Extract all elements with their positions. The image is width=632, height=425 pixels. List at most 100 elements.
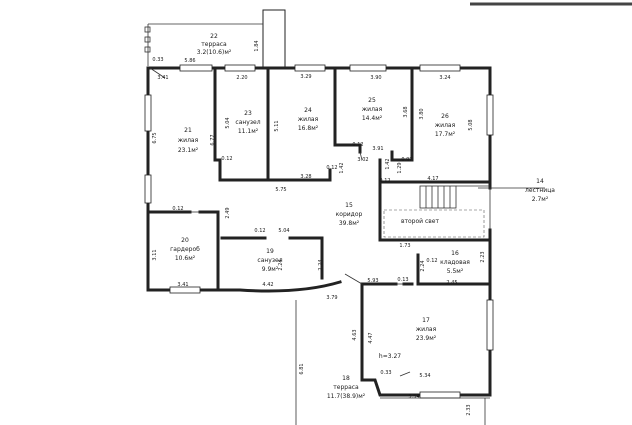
svg-text:лестница: лестница <box>525 187 555 194</box>
svg-text:3.68: 3.68 <box>403 106 409 117</box>
staircase <box>419 185 490 209</box>
svg-text:2.7м²: 2.7м² <box>532 196 549 203</box>
svg-text:терраса: терраса <box>201 41 227 48</box>
svg-text:3.41: 3.41 <box>177 282 188 288</box>
room-26: 26 жилая 17.7м² <box>435 113 456 138</box>
svg-text:жилая: жилая <box>362 106 383 113</box>
room-22: 22 терраса 3.2(10.6)м² <box>197 33 232 56</box>
svg-text:0.12: 0.12 <box>254 228 265 234</box>
svg-text:23: 23 <box>244 110 252 117</box>
svg-text:0.33: 0.33 <box>380 370 391 376</box>
lower-terrace <box>295 187 545 425</box>
svg-text:9.9м²: 9.9м² <box>262 266 279 273</box>
svg-text:жилая: жилая <box>435 122 456 129</box>
svg-text:1.73: 1.73 <box>399 243 410 249</box>
svg-text:санузел: санузел <box>235 119 260 126</box>
room-15: 15 коридор 39.8м² <box>336 202 363 227</box>
svg-text:14: 14 <box>536 178 544 185</box>
svg-text:3.29: 3.29 <box>300 74 311 80</box>
svg-text:0.12: 0.12 <box>326 165 337 171</box>
svg-text:20: 20 <box>181 237 189 244</box>
svg-text:16.8м²: 16.8м² <box>298 125 319 132</box>
room-24: 24 жилая 16.8м² <box>298 107 319 132</box>
svg-text:2.45: 2.45 <box>446 280 457 286</box>
svg-text:23.9м²: 23.9м² <box>416 335 437 342</box>
svg-text:3.2(10.6)м²: 3.2(10.6)м² <box>197 49 232 56</box>
terrace-railing <box>144 23 263 66</box>
room-17: 17 жилая 23.9м² <box>416 317 437 342</box>
svg-text:жилая: жилая <box>298 116 319 123</box>
svg-text:11.1м²: 11.1м² <box>238 128 259 135</box>
svg-text:3.80: 3.80 <box>419 108 425 119</box>
dimension-labels: 0.33 5.86 1.84 3.41 2.20 3.29 3.90 3.24 … <box>152 40 486 415</box>
svg-text:2.49: 2.49 <box>225 207 231 218</box>
svg-text:5.93: 5.93 <box>367 278 378 284</box>
svg-text:5.75: 5.75 <box>275 187 286 193</box>
svg-text:3.41: 3.41 <box>157 75 168 81</box>
svg-text:жилая: жилая <box>416 326 437 333</box>
svg-text:2.33: 2.33 <box>466 404 472 415</box>
svg-text:0.12: 0.12 <box>221 156 232 162</box>
svg-text:14.4м²: 14.4м² <box>362 115 383 122</box>
svg-text:5.04: 5.04 <box>278 228 289 234</box>
room-18: 18 терраса 11.7(38.9)м² <box>327 375 366 400</box>
room-14: 14 лестница 2.7м² <box>525 178 555 203</box>
chimney <box>262 9 286 69</box>
svg-text:5.5м²: 5.5м² <box>447 268 464 275</box>
exterior-walls <box>146 66 492 397</box>
doors <box>149 67 411 377</box>
svg-text:10.6м²: 10.6м² <box>175 255 196 262</box>
windows <box>144 64 494 399</box>
svg-text:17.7м²: 17.7м² <box>435 131 456 138</box>
svg-text:6.77: 6.77 <box>210 134 216 145</box>
svg-text:4.63: 4.63 <box>352 329 358 340</box>
svg-text:коридор: коридор <box>336 211 363 218</box>
room-25: 25 жилая 14.4м² <box>362 97 383 122</box>
svg-text:терраса: терраса <box>333 384 359 391</box>
svg-text:39.8м²: 39.8м² <box>339 220 360 227</box>
svg-text:3.91: 3.91 <box>372 146 383 152</box>
svg-text:5.04: 5.04 <box>225 117 231 128</box>
svg-text:5.11: 5.11 <box>274 120 280 131</box>
svg-text:санузел: санузел <box>257 257 282 264</box>
svg-text:19: 19 <box>266 248 274 255</box>
svg-text:24: 24 <box>304 107 312 114</box>
svg-text:5.86: 5.86 <box>184 58 195 64</box>
svg-text:гардероб: гардероб <box>170 246 200 253</box>
svg-text:2.24: 2.24 <box>318 259 324 270</box>
room-21: 21 жилая 23.1м² <box>178 127 199 154</box>
svg-text:15: 15 <box>345 202 353 209</box>
svg-text:кладовая: кладовая <box>440 259 470 266</box>
svg-text:2.23: 2.23 <box>480 251 486 262</box>
ceiling-height-label: h=3.27 <box>379 353 401 360</box>
svg-text:2.20: 2.20 <box>236 75 247 81</box>
svg-text:11.7(38.9)м²: 11.7(38.9)м² <box>327 393 366 400</box>
svg-text:4.47: 4.47 <box>368 332 374 343</box>
second-light-void <box>383 209 485 238</box>
svg-text:21: 21 <box>184 127 192 134</box>
svg-text:0.12: 0.12 <box>172 206 183 212</box>
svg-text:5.54: 5.54 <box>408 394 419 400</box>
svg-text:3.28: 3.28 <box>300 174 311 180</box>
svg-text:6.75: 6.75 <box>152 132 158 143</box>
svg-text:4.17: 4.17 <box>427 176 438 182</box>
svg-text:16: 16 <box>451 250 459 257</box>
svg-text:жилая: жилая <box>178 137 199 144</box>
svg-text:2.24: 2.24 <box>420 260 426 271</box>
room-19: 19 санузел 9.9м² <box>257 248 282 273</box>
svg-text:3.11: 3.11 <box>152 249 158 260</box>
svg-text:22: 22 <box>210 33 218 40</box>
interior-walls <box>146 66 492 292</box>
svg-text:1.84: 1.84 <box>254 40 260 51</box>
svg-text:5.34: 5.34 <box>419 373 430 379</box>
svg-text:18: 18 <box>342 375 350 382</box>
svg-text:3.90: 3.90 <box>370 75 381 81</box>
svg-text:0.12: 0.12 <box>426 258 437 264</box>
svg-text:1.42: 1.42 <box>339 162 345 173</box>
svg-text:6.81: 6.81 <box>299 363 305 374</box>
room-labels: 22 терраса 3.2(10.6)м² 21 жилая 23.1м² 2… <box>170 33 555 400</box>
svg-text:4.42: 4.42 <box>262 282 273 288</box>
svg-text:0.33: 0.33 <box>152 57 163 63</box>
svg-text:2.24: 2.24 <box>278 259 284 270</box>
